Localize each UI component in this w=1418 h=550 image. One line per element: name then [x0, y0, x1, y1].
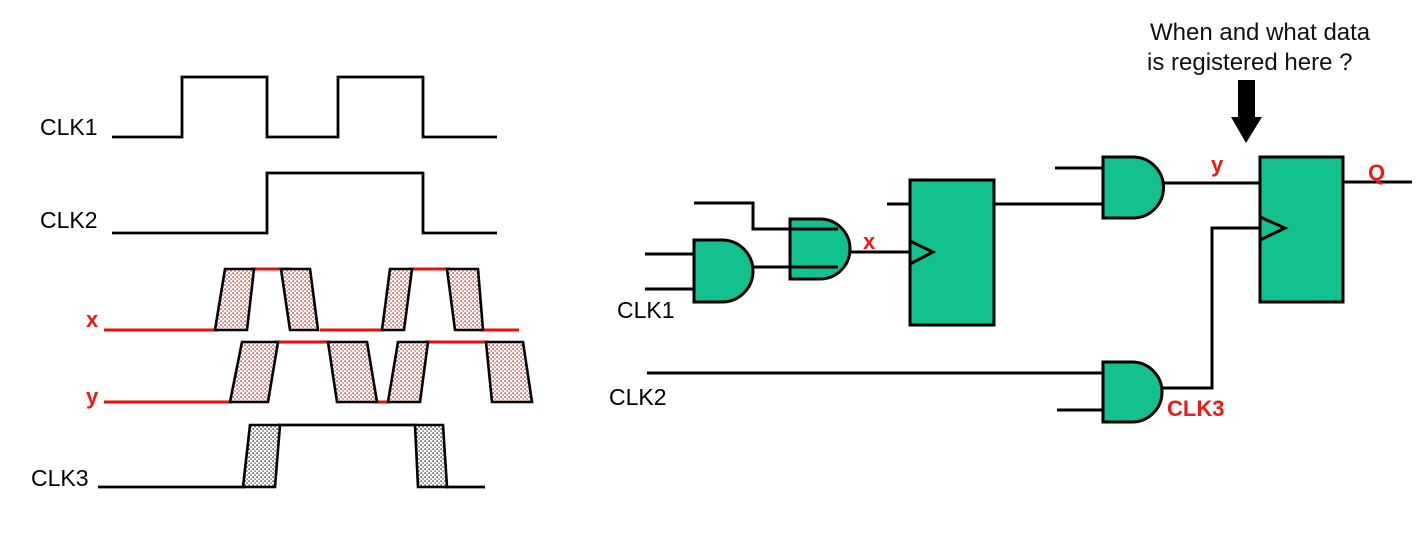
signal-label-clk2: CLK2 — [40, 207, 98, 233]
clk3-waveform — [98, 423, 485, 489]
net-label-y: y — [1211, 152, 1224, 177]
clk3-transition-regions — [241, 423, 449, 489]
annotation-line2: is registered here ? — [1147, 49, 1352, 76]
circuit-clk2-label: CLK2 — [609, 384, 667, 410]
down-arrow-icon — [1231, 80, 1262, 143]
x-transition-rise-1 — [213, 267, 256, 332]
clk3-transition-rise — [241, 423, 282, 489]
y-transition-fall-2 — [484, 340, 534, 404]
circuit-clk1-label: CLK1 — [617, 297, 675, 323]
signal-label-clk1: CLK1 — [40, 114, 98, 140]
y-transition-fall-1 — [326, 340, 379, 404]
net-label-clk3: CLK3 — [1167, 396, 1224, 421]
and2-input-a-wire — [694, 201, 838, 231]
x-transition-rise-2 — [380, 267, 414, 332]
and4-gate — [1101, 360, 1164, 424]
clk3-net-wire — [1161, 226, 1260, 390]
clk2-waveform — [112, 171, 497, 235]
circuit-schematic: CLK1 x y When and what data is registere… — [609, 19, 1412, 424]
x-transition-fall-2 — [445, 267, 485, 332]
timing-diagram: CLK1 CLK2 x y — [31, 75, 534, 491]
x-transition-fall-1 — [279, 267, 320, 332]
net-label-q: Q — [1368, 160, 1385, 185]
dff1-clock-chevron-icon — [909, 239, 937, 266]
y-transition-regions — [228, 340, 534, 404]
annotation-line1: When and what data — [1150, 19, 1371, 46]
dff2-clock-chevron-icon — [1259, 215, 1289, 242]
signal-label-y: y — [86, 384, 99, 409]
signal-label-clk3: CLK3 — [31, 465, 89, 491]
and1-gate — [692, 238, 755, 304]
signal-label-x: x — [86, 307, 99, 332]
and3-gate — [1101, 155, 1165, 220]
clk3-transition-fall — [413, 423, 449, 489]
dff2-body — [1258, 155, 1345, 304]
dff1-body — [908, 178, 996, 327]
x-transition-regions — [213, 267, 485, 332]
net-label-x: x — [863, 229, 876, 254]
y-waveform — [104, 340, 489, 404]
clk1-waveform — [112, 75, 497, 139]
y-transition-rise-1 — [228, 340, 280, 404]
x-waveform — [104, 267, 519, 332]
y-transition-rise-2 — [386, 340, 430, 404]
